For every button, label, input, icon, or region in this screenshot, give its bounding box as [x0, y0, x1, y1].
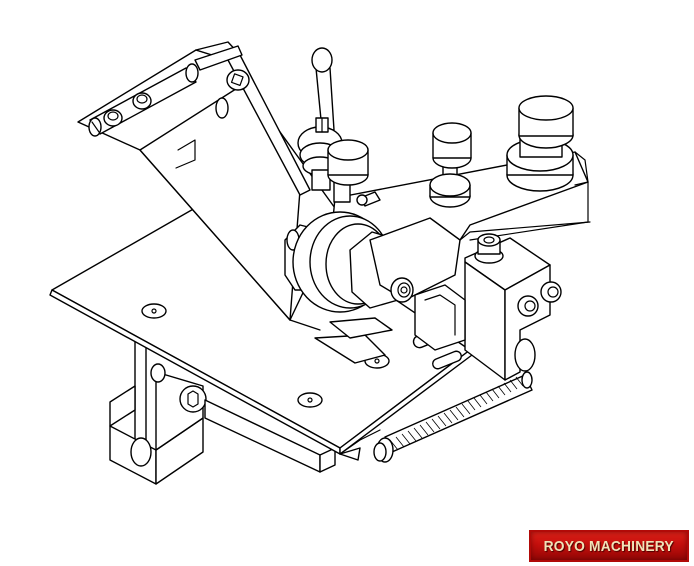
small-knob: [327, 139, 369, 203]
side-block: [464, 233, 562, 381]
countersunk-screw: [297, 392, 323, 408]
middle-knob: [429, 122, 472, 208]
cap-screw: [103, 109, 123, 127]
lower-rail: [204, 399, 336, 473]
axle-screw: [390, 277, 414, 303]
base-plate: [49, 187, 473, 455]
socket-cap-screw: [474, 233, 504, 264]
cap-screw: [132, 92, 152, 110]
socket-cap-screw: [540, 281, 562, 303]
hinged-arm: [77, 41, 341, 331]
large-knob: [506, 95, 574, 192]
socket-cap-screw: [517, 295, 539, 317]
roller-wheel: [284, 211, 461, 313]
plate-underside: [339, 429, 381, 461]
slide-mechanism: [356, 191, 466, 351]
brand-logo-text: ROYO MACHINERY: [543, 537, 675, 555]
countersunk-screw: [141, 303, 167, 319]
brand-logo: ROYO MACHINERY: [529, 530, 689, 562]
mount-bracket: [109, 339, 207, 485]
tension-spring: [373, 371, 533, 463]
cap-screw: [226, 69, 250, 91]
